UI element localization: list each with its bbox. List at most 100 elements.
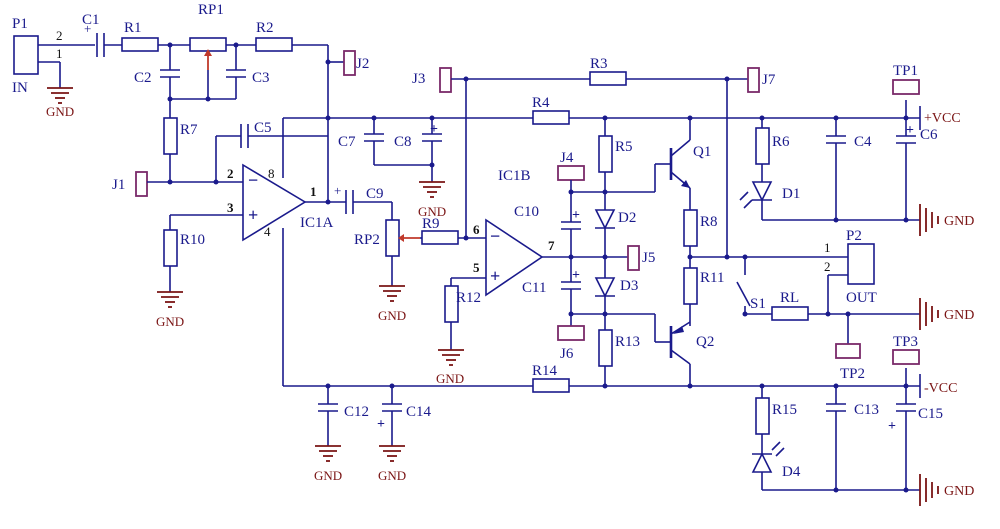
ic1b-pin5: 5 xyxy=(473,260,480,275)
j2-testpoint xyxy=(343,50,356,76)
r9-label: R9 xyxy=(422,216,440,232)
j3-testpoint xyxy=(439,67,452,93)
svg-text:+: + xyxy=(84,21,91,36)
j5-label: J5 xyxy=(642,250,655,266)
svg-text:+: + xyxy=(906,123,914,138)
rp1-label: RP1 xyxy=(198,2,224,18)
svg-text:GND: GND xyxy=(944,484,974,499)
svg-text:+: + xyxy=(888,419,896,434)
r11-resistor xyxy=(683,267,698,305)
p1-label: P1 xyxy=(12,16,28,32)
r9-resistor xyxy=(421,230,459,245)
r8-resistor xyxy=(683,209,698,247)
c4-label: C4 xyxy=(854,134,872,150)
ic1b-plus: + xyxy=(490,266,500,286)
j6-label: J6 xyxy=(560,346,574,362)
tp1-label: TP1 xyxy=(893,63,918,79)
q1-label: Q1 xyxy=(693,144,711,160)
c1-label: C1 xyxy=(82,12,100,28)
r5-label: R5 xyxy=(615,139,633,155)
j1-label: J1 xyxy=(112,177,125,193)
c10-label: C10 xyxy=(514,204,539,220)
rl-resistor xyxy=(771,306,809,321)
r8-label: R8 xyxy=(700,214,718,230)
in-label: IN xyxy=(12,80,28,96)
tp3-label: TP3 xyxy=(893,334,918,350)
p2-connector xyxy=(847,243,875,285)
out-label: OUT xyxy=(846,290,877,306)
c11-label: C11 xyxy=(522,280,546,296)
r13-resistor xyxy=(598,329,613,367)
c5-label: C5 xyxy=(254,120,272,136)
ic1b-pin6: 6 xyxy=(473,222,480,237)
r1-resistor xyxy=(121,37,159,52)
rp2-potentiometer xyxy=(385,219,400,257)
p1-connector xyxy=(13,35,39,75)
p2-pin2: 2 xyxy=(824,259,831,274)
r14-resistor xyxy=(532,378,570,393)
svg-text:GND: GND xyxy=(378,468,406,483)
ic1b-label: IC1B xyxy=(498,168,531,184)
ic1b-minus: − xyxy=(490,226,500,246)
c9-label: C9 xyxy=(366,186,384,202)
svg-text:+: + xyxy=(377,417,385,432)
svg-text:GND: GND xyxy=(944,308,974,323)
r2-label: R2 xyxy=(256,20,274,36)
svg-text:GND: GND xyxy=(314,468,342,483)
r3-resistor xyxy=(589,71,627,86)
q2-label: Q2 xyxy=(696,334,714,350)
svg-text:+: + xyxy=(334,183,341,198)
c6-label: C6 xyxy=(920,127,938,143)
j7-testpoint xyxy=(747,67,760,93)
svg-text:GND: GND xyxy=(418,204,446,219)
gnd-symbol: GND xyxy=(378,285,406,323)
ic1a-label: IC1A xyxy=(300,215,334,231)
c2-label: C2 xyxy=(134,70,152,86)
d3-label: D3 xyxy=(620,278,638,294)
j2-label: J2 xyxy=(356,56,369,72)
ic1a-pin1: 1 xyxy=(310,184,317,199)
d4-label: D4 xyxy=(782,464,801,480)
ic1a-pin8: 8 xyxy=(268,166,275,181)
r5-resistor xyxy=(598,135,613,173)
r15-resistor xyxy=(755,397,770,435)
j4-testpoint xyxy=(557,165,585,181)
svg-text:GND: GND xyxy=(378,308,406,323)
gnd-symbol: GND xyxy=(314,445,342,483)
ic1a-pin2: 2 xyxy=(227,166,234,181)
gnd-symbol: GND xyxy=(436,349,464,386)
gnd-symbol: GND xyxy=(919,298,974,330)
ic1a-plus: + xyxy=(248,205,258,225)
c14-label: C14 xyxy=(406,404,432,420)
svg-text:+: + xyxy=(430,122,438,137)
r10-label: R10 xyxy=(180,232,205,248)
p2-label: P2 xyxy=(846,228,862,244)
j3-label: J3 xyxy=(412,71,425,87)
tp1-testpoint xyxy=(892,79,920,95)
j4-label: J4 xyxy=(560,150,574,166)
d2-label: D2 xyxy=(618,210,636,226)
r12-label: R12 xyxy=(456,290,481,306)
r4-resistor xyxy=(532,110,570,125)
r3-label: R3 xyxy=(590,56,608,72)
gnd-symbol: GND xyxy=(156,291,184,329)
gnd-symbol: GND xyxy=(46,87,74,119)
svg-text:+: + xyxy=(572,268,580,283)
ic1a-pin3: 3 xyxy=(227,200,234,215)
vcc-pos-label: +VCC xyxy=(924,111,961,126)
c13-label: C13 xyxy=(854,402,879,418)
tp2-label: TP2 xyxy=(840,366,865,382)
r2-resistor xyxy=(255,37,293,52)
j6-testpoint xyxy=(557,325,585,341)
j7-label: J7 xyxy=(762,72,776,88)
tp3-testpoint xyxy=(892,349,920,365)
d1-led xyxy=(751,181,773,202)
tp2-testpoint xyxy=(835,343,861,359)
gnd-symbol: GND xyxy=(378,445,406,483)
gnd-symbol: GND xyxy=(919,204,974,236)
c8-label: C8 xyxy=(394,134,412,150)
r1-label: R1 xyxy=(124,20,142,36)
d4-led xyxy=(751,452,773,473)
r10-resistor xyxy=(163,229,178,267)
p2-pin1: 1 xyxy=(824,240,831,255)
